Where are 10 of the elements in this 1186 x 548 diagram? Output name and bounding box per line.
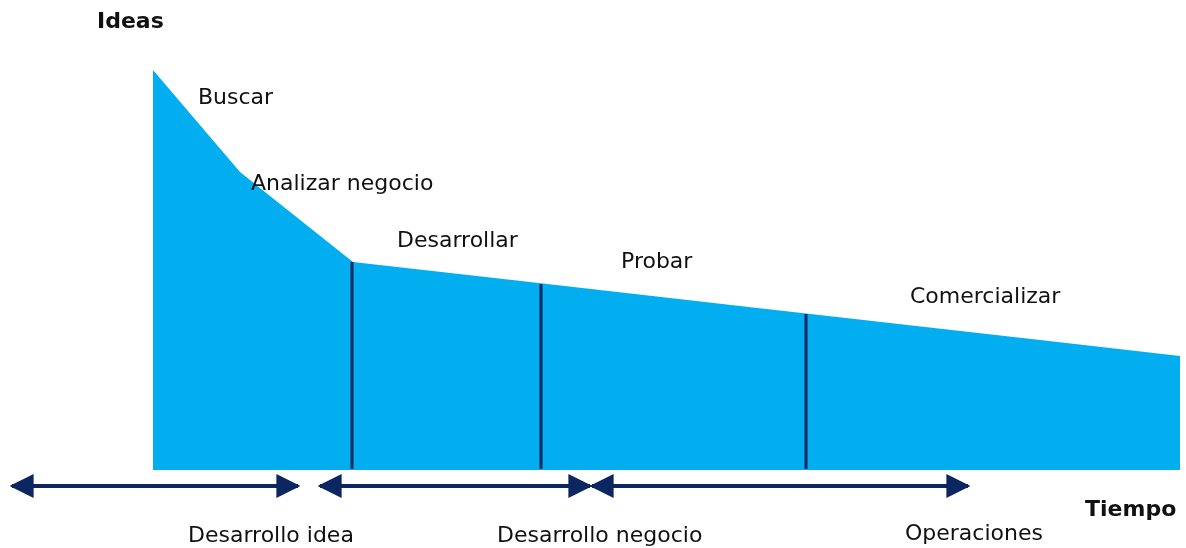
stage-label: Probar [621, 248, 693, 274]
axis-label: Ideas [97, 8, 164, 34]
stage-label: Comercializar [910, 283, 1061, 309]
axis-label: Tiempo [1085, 496, 1177, 522]
stage-label: Desarrollar [397, 227, 518, 253]
stage-label: Buscar [198, 84, 274, 110]
phase-label: Operaciones [905, 520, 1043, 546]
phase-label: Desarrollo idea [188, 522, 354, 548]
phase-label: Desarrollo negocio [497, 522, 703, 548]
stage-label: Analizar negocio [251, 170, 434, 196]
